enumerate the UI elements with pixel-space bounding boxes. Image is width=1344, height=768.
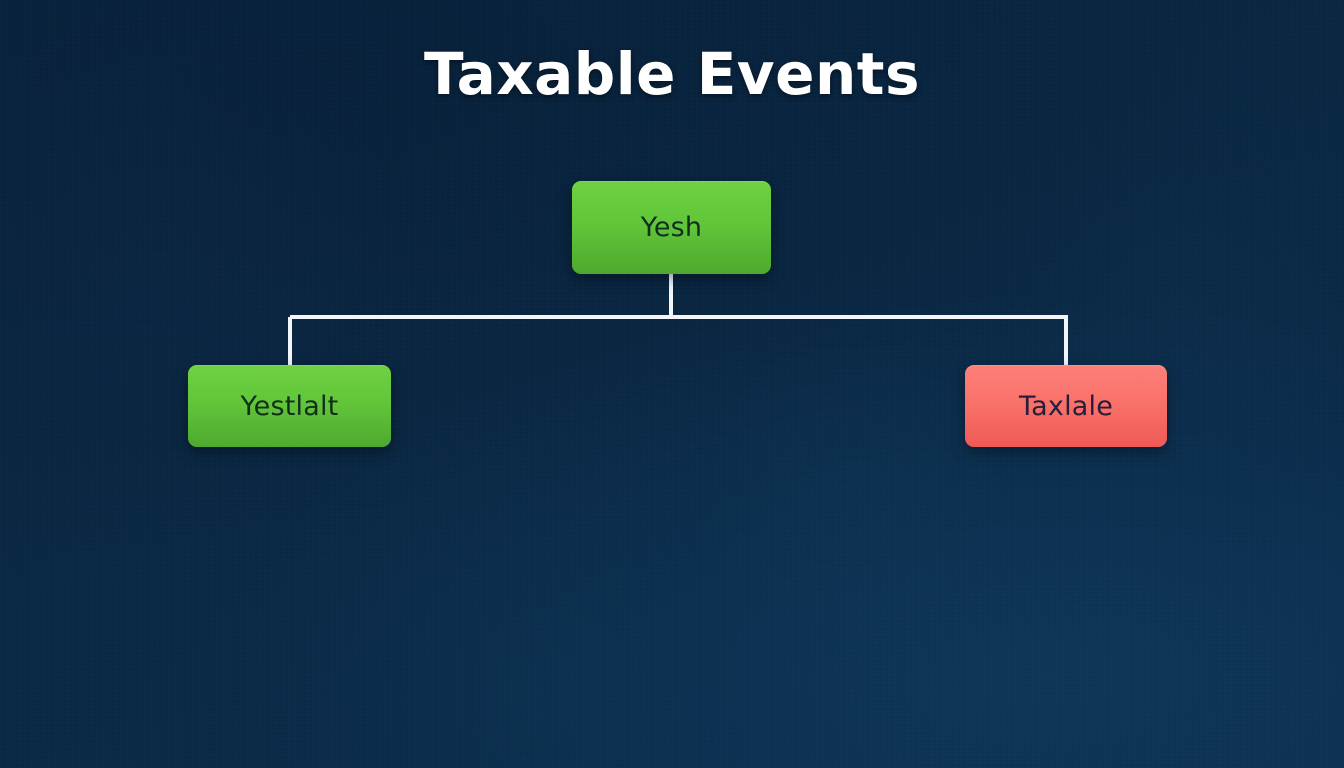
node-root[interactable]: Yesh bbox=[572, 181, 771, 274]
page-title: Taxable Events bbox=[423, 40, 920, 108]
node-child-right[interactable]: Taxlale bbox=[965, 365, 1167, 447]
node-child-left[interactable]: Yestlalt bbox=[188, 365, 391, 447]
node-root-label: Yesh bbox=[640, 212, 703, 243]
node-child-left-label: Yestlalt bbox=[240, 390, 339, 422]
node-child-right-label: Taxlale bbox=[1018, 390, 1114, 422]
